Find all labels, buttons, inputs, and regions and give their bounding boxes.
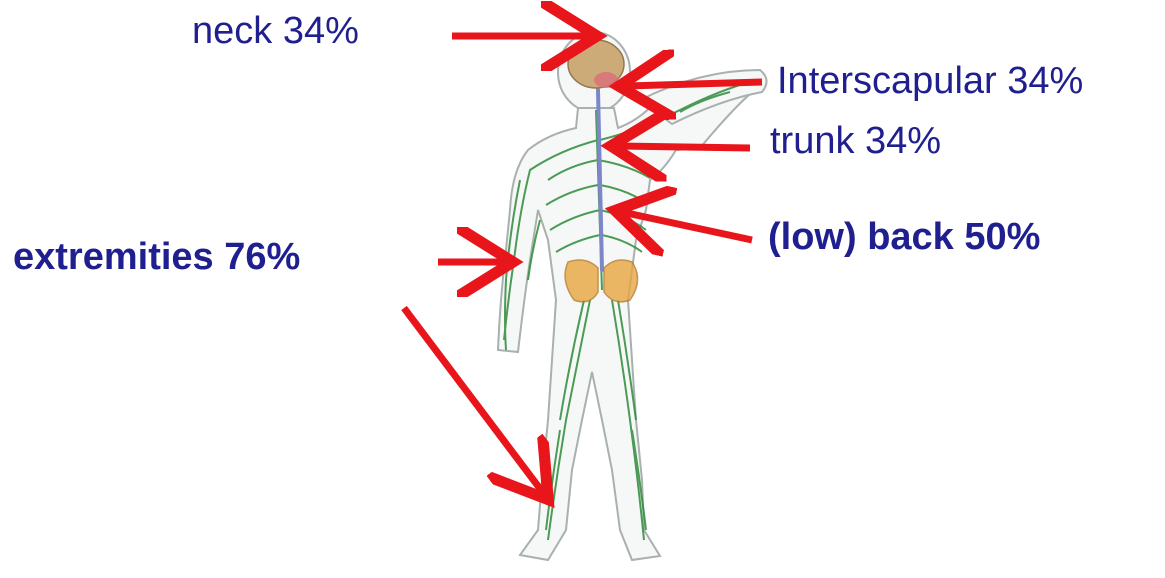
label-neck: neck 34% (192, 12, 359, 50)
arrow-trunk (618, 146, 750, 148)
label-low-back: (low) back 50% (768, 218, 1040, 256)
arrow-extremities-leg (404, 308, 544, 494)
cerebellum (594, 72, 618, 88)
label-extremities: extremities 76% (13, 238, 300, 276)
arrow-interscapular (626, 82, 762, 86)
label-interscapular: Interscapular 34% (777, 62, 1083, 100)
label-trunk: trunk 34% (770, 122, 941, 160)
